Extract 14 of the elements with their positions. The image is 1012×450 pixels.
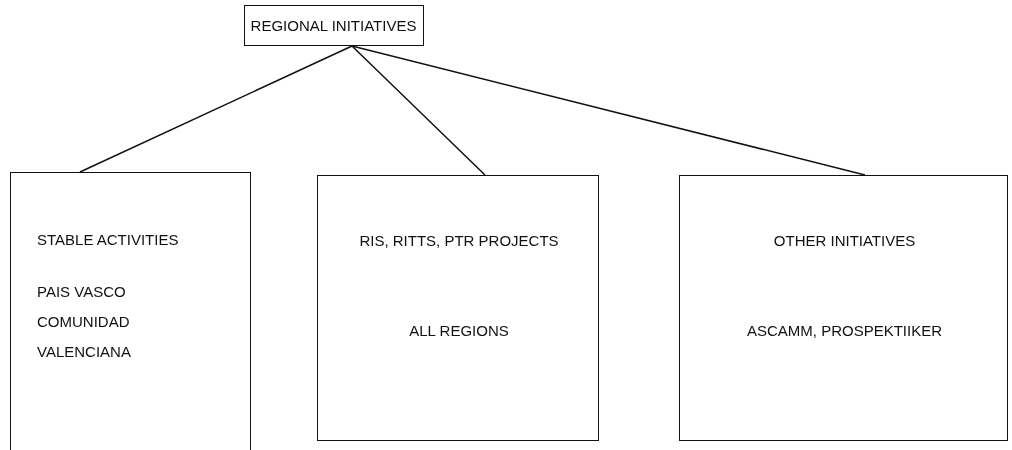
box-title: RIS, RITTS, PTR PROJECTS	[358, 232, 560, 249]
box-text: ALL REGIONS	[408, 322, 510, 339]
category-box	[317, 175, 599, 441]
box-text: PAIS VASCO COMUNIDAD VALENCIANA	[37, 282, 132, 362]
category-box	[679, 175, 1008, 441]
box-title: REGIONAL INITIATIVES	[249, 17, 418, 34]
connector-line	[351, 45, 486, 176]
box-text: ASCAMM, PROSPEKTIIKER	[745, 322, 943, 339]
box-title: OTHER INITIATIVES	[772, 232, 917, 249]
connector-line	[351, 45, 866, 176]
category-box	[10, 172, 251, 450]
box-title: STABLE ACTIVITIES	[37, 231, 179, 248]
connector-line	[79, 45, 353, 173]
root-box	[244, 5, 424, 46]
